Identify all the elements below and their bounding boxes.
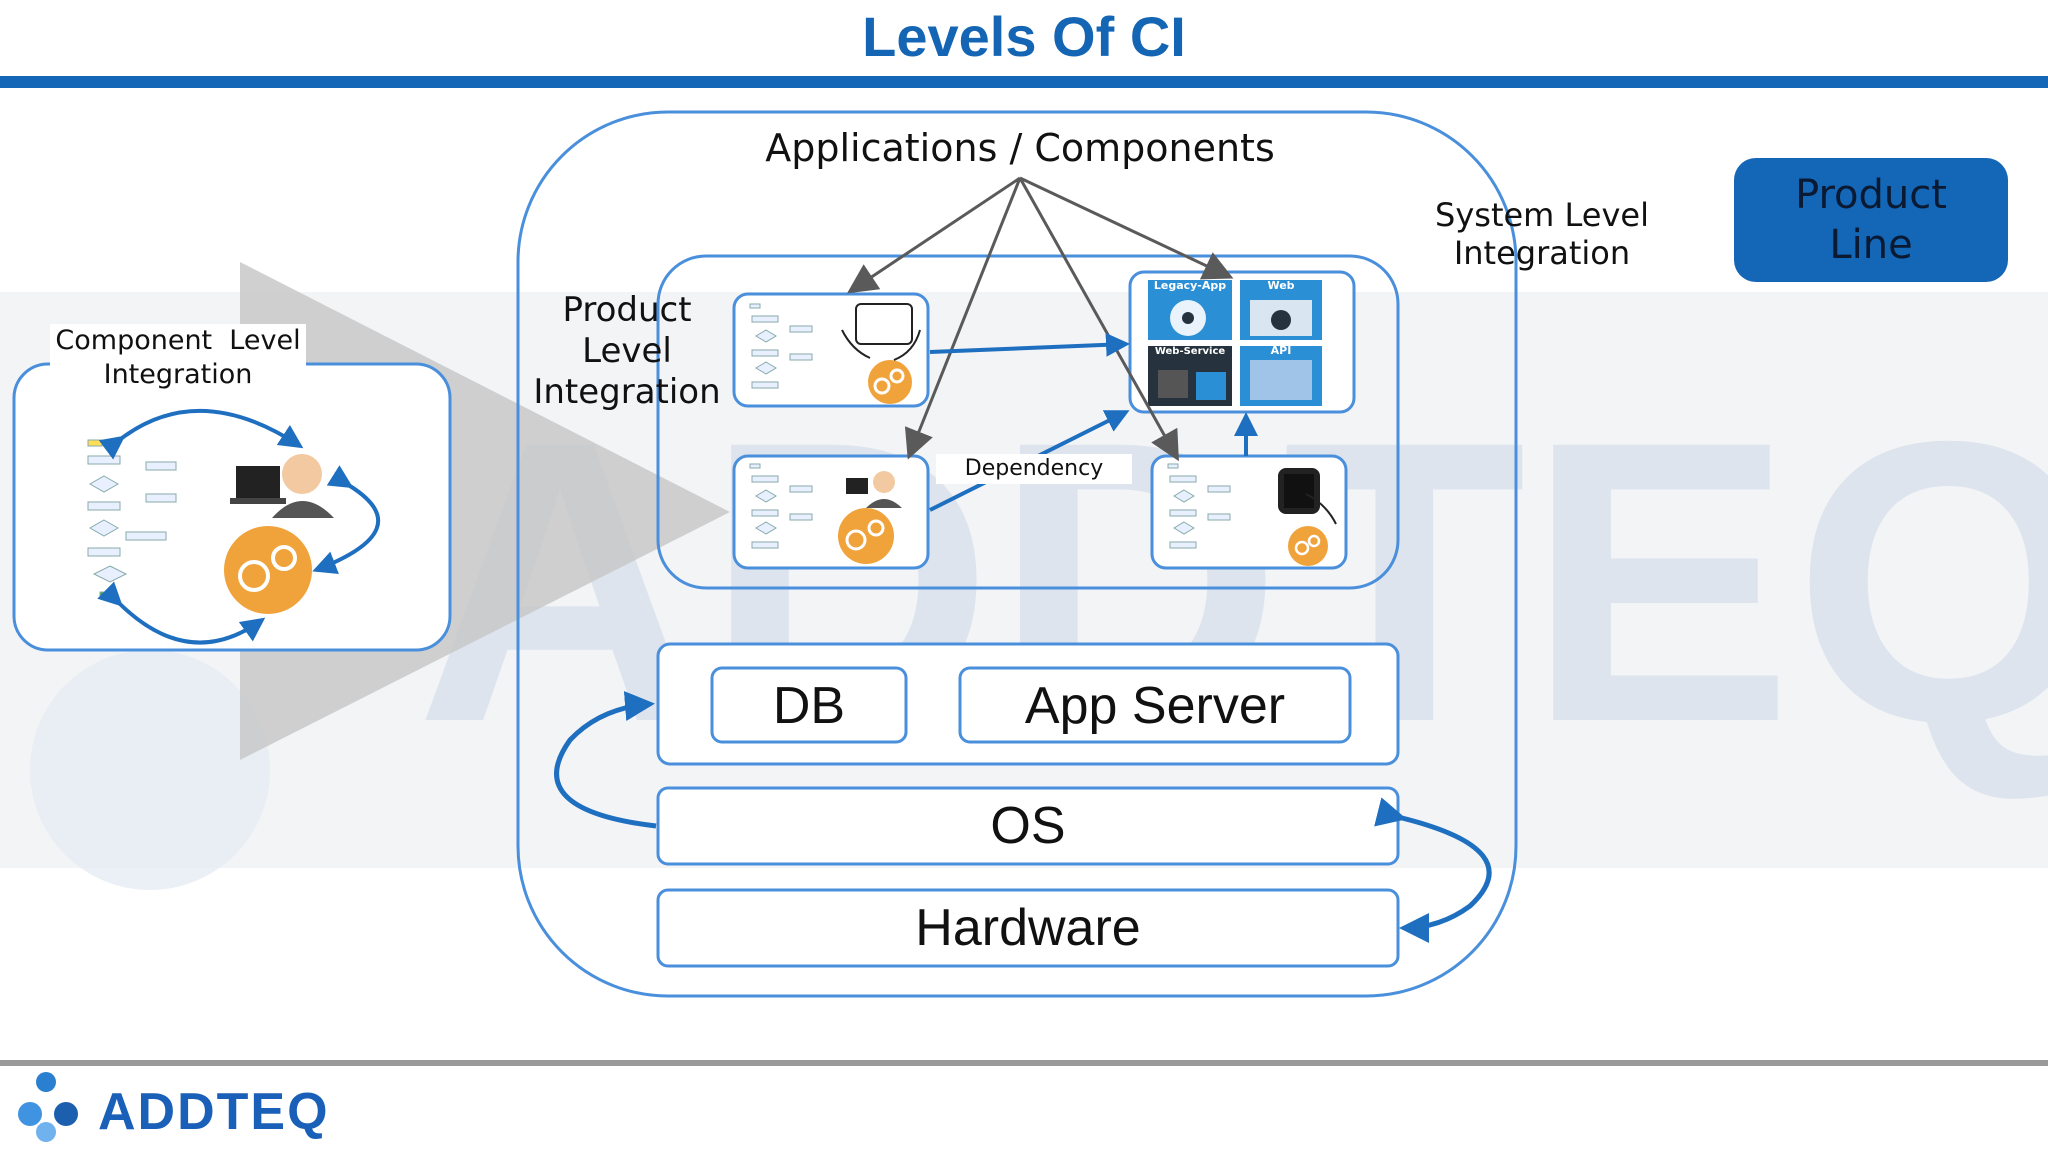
app-server-label: App Server (1024, 677, 1286, 735)
product-line-button[interactable]: Product Line (1734, 158, 2008, 282)
component-cycle-arrows (97, 408, 381, 645)
db-box (710, 666, 908, 744)
flowchart-thumb (749, 463, 813, 549)
system-level-label: System Level Integration (1420, 196, 1664, 273)
slide-title: Levels Of CI (862, 5, 1186, 68)
gear-icon (224, 526, 312, 614)
user-icon (230, 454, 334, 518)
footer-rule (0, 1060, 2048, 1066)
component-level-label-line1: Component Level (55, 325, 301, 356)
addteq-logo-text: ADDTEQ (98, 1083, 330, 1141)
applications-label: Applications / Components (765, 126, 1275, 170)
gear-icon (868, 360, 912, 404)
os-label: OS (990, 797, 1066, 855)
flowchart-thumb (749, 303, 813, 389)
watermark-swirl (30, 650, 270, 890)
web-service-label: Web-Service (1154, 346, 1226, 357)
user-icon (846, 471, 902, 508)
hardware-label: Hardware (915, 899, 1141, 957)
product-level-outline (656, 254, 1400, 590)
product-line-button-line1: Product (1795, 172, 1947, 218)
stack-integration-arrows (554, 691, 1492, 943)
addteq-logo-icon (18, 1072, 78, 1142)
flowchart-thumb (1167, 463, 1231, 549)
product-level-label-line3: Integration (533, 372, 721, 412)
services-grid (1148, 280, 1322, 406)
component-level-label: Component Level Integration (50, 324, 306, 392)
gear-icon (838, 508, 894, 564)
db-label: DB (772, 677, 846, 735)
system-level-outline (516, 110, 1518, 998)
product-level-label-line2: Level (582, 331, 672, 371)
dependency-label: Dependency (936, 454, 1132, 485)
component-level-outline (12, 362, 452, 652)
gear-icon (1288, 526, 1328, 566)
tablet-icon (841, 303, 921, 361)
legacy-app-label: Legacy-App (1153, 279, 1227, 292)
product-level-label-line1: Product (562, 290, 692, 330)
web-label: Web (1267, 279, 1295, 292)
flowchart-thumb (87, 439, 177, 599)
application-arrows (847, 176, 1234, 462)
mobile-icon (1278, 468, 1337, 525)
system-level-label-line1: System Level (1435, 196, 1649, 234)
product-level-label: Product Level Integration (532, 290, 722, 413)
system-level-label-line2: Integration (1453, 234, 1631, 273)
component-level-label-line2: Integration (103, 359, 253, 390)
app-server-box (958, 666, 1352, 744)
product-line-button-line2: Line (1829, 222, 1913, 268)
api-label: API (1270, 344, 1292, 357)
title-rule (0, 76, 2048, 88)
